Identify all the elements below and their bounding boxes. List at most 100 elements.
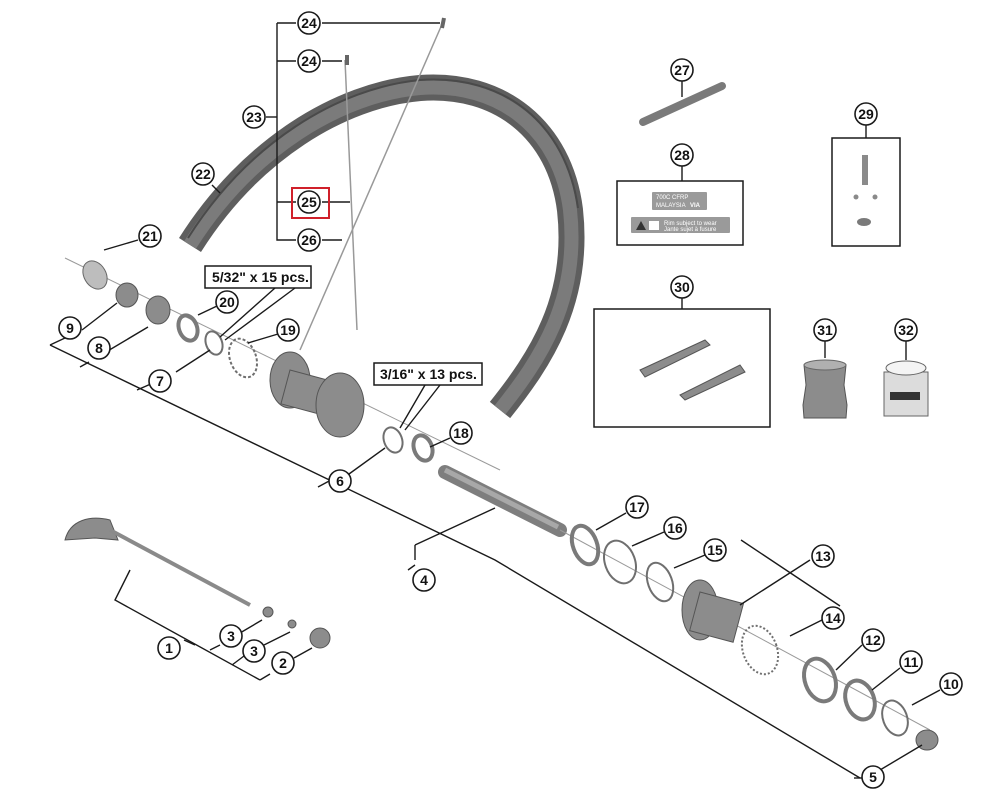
washer-20-icon <box>176 313 200 343</box>
rim-label-line2: MALAYSIA <box>656 203 686 209</box>
svg-text:19: 19 <box>280 322 296 338</box>
qr-nut-2-icon <box>309 627 331 649</box>
callout-5[interactable]: 5 <box>861 765 885 789</box>
callout-16[interactable]: 16 <box>663 516 687 540</box>
spoke-wrench-27 <box>639 81 726 126</box>
rim-illustration <box>179 74 585 419</box>
svg-text:27: 27 <box>674 62 690 78</box>
grease-jar-32 <box>883 341 929 417</box>
brake-pads-30 <box>593 298 771 428</box>
callout-26[interactable]: 26 <box>297 228 321 252</box>
svg-text:14: 14 <box>825 610 841 626</box>
leaders-rim-group <box>211 22 440 241</box>
callout-30[interactable]: 30 <box>670 275 694 299</box>
svg-text:17: 17 <box>629 499 645 515</box>
svg-text:3: 3 <box>227 628 235 644</box>
svg-text:7: 7 <box>156 373 164 389</box>
callout-22[interactable]: 22 <box>191 162 215 186</box>
svg-text:24: 24 <box>301 53 317 69</box>
rim-label-28: 700C CFRP MALAYSIA VIA Rim subject to we… <box>616 166 744 246</box>
hub-left-parts <box>64 257 501 471</box>
ring-15-icon <box>645 561 675 603</box>
callout-29[interactable]: 29 <box>854 102 878 126</box>
ratchet-14-icon <box>740 624 780 676</box>
seal-12-icon <box>802 656 838 704</box>
callout-25[interactable]: 25 <box>297 190 321 214</box>
callout-12[interactable]: 12 <box>861 628 885 652</box>
ball-retainer-front-icon <box>204 330 224 356</box>
brake-pad-1-icon <box>639 339 711 378</box>
callout-24b[interactable]: 24 <box>297 49 321 73</box>
callout-20[interactable]: 20 <box>215 290 239 314</box>
svg-text:5: 5 <box>869 769 877 785</box>
svg-text:9: 9 <box>66 320 74 336</box>
callout-2[interactable]: 2 <box>271 651 295 675</box>
callout-10[interactable]: 10 <box>939 672 963 696</box>
svg-text:23: 23 <box>246 109 262 125</box>
seal-17-icon <box>569 523 601 567</box>
svg-text:10: 10 <box>943 676 959 692</box>
locknut-21-icon <box>82 260 108 290</box>
callout-3b[interactable]: 3 <box>242 639 266 663</box>
callout-14[interactable]: 14 <box>821 606 845 630</box>
callout-15[interactable]: 15 <box>703 538 727 562</box>
callout-19[interactable]: 19 <box>276 318 300 342</box>
ball-retainer-rear-icon <box>382 426 404 454</box>
hub-flange-right-icon <box>315 372 365 438</box>
svg-text:2: 2 <box>279 655 287 671</box>
svg-text:12: 12 <box>865 632 881 648</box>
warning-triangle-icon <box>636 221 646 230</box>
svg-text:32: 32 <box>898 322 914 338</box>
callout-23[interactable]: 23 <box>242 105 266 129</box>
ball-note-rear: 3/16" x 13 pcs. <box>373 362 483 431</box>
callout-21[interactable]: 21 <box>138 224 162 248</box>
washer-18-icon <box>411 433 435 463</box>
spring-3b-icon <box>287 619 297 629</box>
ball-note-front: 5/32" x 15 pcs. <box>204 265 312 341</box>
callout-9[interactable]: 9 <box>58 316 82 340</box>
callout-1[interactable]: 1 <box>157 636 181 660</box>
svg-text:22: 22 <box>195 166 211 182</box>
callout-7[interactable]: 7 <box>148 369 172 393</box>
svg-text:11: 11 <box>904 654 919 670</box>
svg-text:3: 3 <box>250 643 258 659</box>
callout-6[interactable]: 6 <box>328 469 352 493</box>
svg-text:30: 30 <box>674 279 690 295</box>
callout-17[interactable]: 17 <box>625 495 649 519</box>
quick-release-illustration <box>64 517 331 649</box>
wrench-icon <box>639 82 726 126</box>
callout-8[interactable]: 8 <box>87 336 111 360</box>
rim-label-brand: VIA <box>690 203 701 209</box>
callout-3a[interactable]: 3 <box>219 624 243 648</box>
callout-24a[interactable]: 24 <box>297 11 321 35</box>
callout-28[interactable]: 28 <box>670 143 694 167</box>
ball-note-rear-text: 3/16" x 13 pcs. <box>380 366 477 382</box>
svg-text:29: 29 <box>858 106 874 122</box>
callout-27[interactable]: 27 <box>670 58 694 82</box>
svg-text:31: 31 <box>817 322 833 338</box>
svg-text:15: 15 <box>707 542 723 558</box>
callout-4[interactable]: 4 <box>412 568 436 592</box>
svg-text:18: 18 <box>453 425 469 441</box>
leaders-qr-group <box>114 569 313 681</box>
spokes-illustration <box>299 17 446 351</box>
callout-31[interactable]: 31 <box>813 318 837 342</box>
valve-core-icon <box>862 155 868 185</box>
callout-32[interactable]: 32 <box>894 318 918 342</box>
callout-11[interactable]: 11 <box>899 650 923 674</box>
svg-text:25: 25 <box>301 194 317 210</box>
svg-text:21: 21 <box>142 228 158 244</box>
seal-19-icon <box>227 337 259 379</box>
freehub-parts <box>559 523 939 751</box>
ball-note-front-text: 5/32" x 15 pcs. <box>212 269 309 285</box>
svg-text:20: 20 <box>219 294 235 310</box>
axle-illustration <box>438 465 567 537</box>
callout-13[interactable]: 13 <box>811 544 835 568</box>
svg-text:4: 4 <box>420 572 428 588</box>
svg-text:8: 8 <box>95 340 103 356</box>
valve-washer-icon <box>857 218 871 226</box>
rim-label-warning-en: Rim subject to wear <box>664 221 717 227</box>
spring-3a-icon <box>262 606 274 618</box>
callout-18[interactable]: 18 <box>449 421 473 445</box>
